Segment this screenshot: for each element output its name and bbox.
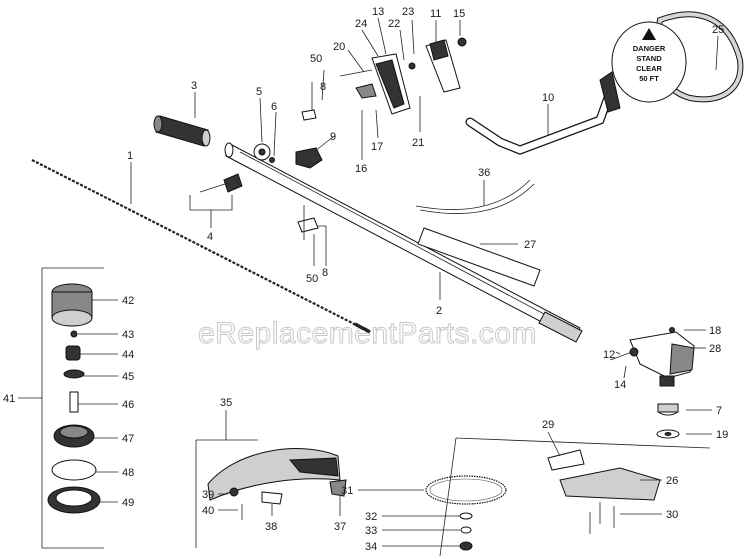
label-16: 16 — [355, 163, 367, 175]
label-21: 21 — [412, 137, 424, 149]
sign-line-2: STAND — [636, 54, 662, 63]
label-30: 30 — [666, 509, 678, 521]
label-25: 25 — [712, 24, 724, 36]
tube-clamp — [199, 143, 275, 193]
leader-lines — [18, 17, 719, 547]
label-28: 28 — [709, 343, 721, 355]
label-3: 3 — [191, 80, 197, 92]
label-43: 43 — [122, 329, 134, 341]
label-4: 4 — [207, 231, 213, 243]
label-15: 15 — [453, 8, 465, 20]
label-11: 11 — [430, 8, 441, 20]
label-5: 5 — [256, 86, 262, 98]
label-32: 32 — [365, 511, 377, 523]
label-45: 45 — [122, 371, 134, 383]
label-9: 9 — [330, 131, 336, 143]
saw-blade — [425, 437, 711, 557]
label-10: 10 — [542, 92, 554, 104]
trimmer-head — [41, 267, 104, 549]
warning-harness: DANGER STAND CLEAR 50 FT — [611, 11, 744, 103]
label-41: 41 — [3, 393, 15, 405]
label-26: 26 — [666, 475, 678, 487]
j-handle — [465, 71, 621, 155]
label-46: 46 — [122, 399, 134, 411]
label-14: 14 — [614, 379, 626, 391]
label-50b: 50 — [306, 273, 318, 285]
label-40: 40 — [202, 505, 214, 517]
label-34: 34 — [365, 541, 377, 553]
label-13: 13 — [372, 6, 384, 18]
part-labels: 1 2 3 4 5 6 7 8 8 9 10 11 12 13 14 15 16… — [3, 6, 728, 553]
wire-and-strap — [415, 179, 541, 287]
label-22: 22 — [388, 18, 400, 30]
label-31: 31 — [341, 485, 353, 497]
grip — [153, 115, 211, 147]
label-20: 20 — [333, 41, 345, 53]
label-29: 29 — [542, 419, 554, 431]
handle-clamp — [295, 82, 323, 240]
sign-line-4: 50 FT — [639, 74, 659, 83]
label-23: 23 — [402, 6, 414, 18]
label-44: 44 — [122, 349, 134, 361]
label-7: 7 — [716, 405, 722, 417]
throttle-handle — [339, 37, 467, 115]
label-27: 27 — [524, 239, 536, 251]
sign-line-1: DANGER — [633, 44, 666, 53]
label-18: 18 — [709, 325, 721, 337]
gearbox — [609, 327, 695, 439]
label-24: 24 — [355, 18, 367, 30]
label-36: 36 — [478, 167, 490, 179]
label-33: 33 — [365, 525, 377, 537]
label-50a: 50 — [310, 53, 322, 65]
label-17: 17 — [371, 141, 383, 153]
blade-guard — [547, 449, 661, 534]
label-1: 1 — [127, 150, 133, 162]
label-47: 47 — [122, 433, 134, 445]
label-19: 19 — [716, 429, 728, 441]
label-35: 35 — [220, 397, 232, 409]
label-42: 42 — [122, 295, 134, 307]
shield-assembly — [195, 439, 347, 548]
label-8a: 8 — [320, 81, 326, 93]
label-6: 6 — [271, 101, 277, 113]
label-2: 2 — [436, 305, 442, 317]
label-37: 37 — [334, 521, 346, 533]
label-49: 49 — [122, 497, 134, 509]
label-39: 39 — [202, 489, 214, 501]
label-38: 38 — [265, 521, 277, 533]
drive-shaft — [31, 159, 371, 334]
sign-line-3: CLEAR — [636, 64, 662, 73]
watermark: eReplacementParts.com — [198, 317, 537, 350]
label-12: 12 — [603, 349, 615, 361]
main-tube — [224, 142, 583, 343]
label-48: 48 — [122, 467, 134, 479]
label-8b: 8 — [322, 267, 328, 279]
